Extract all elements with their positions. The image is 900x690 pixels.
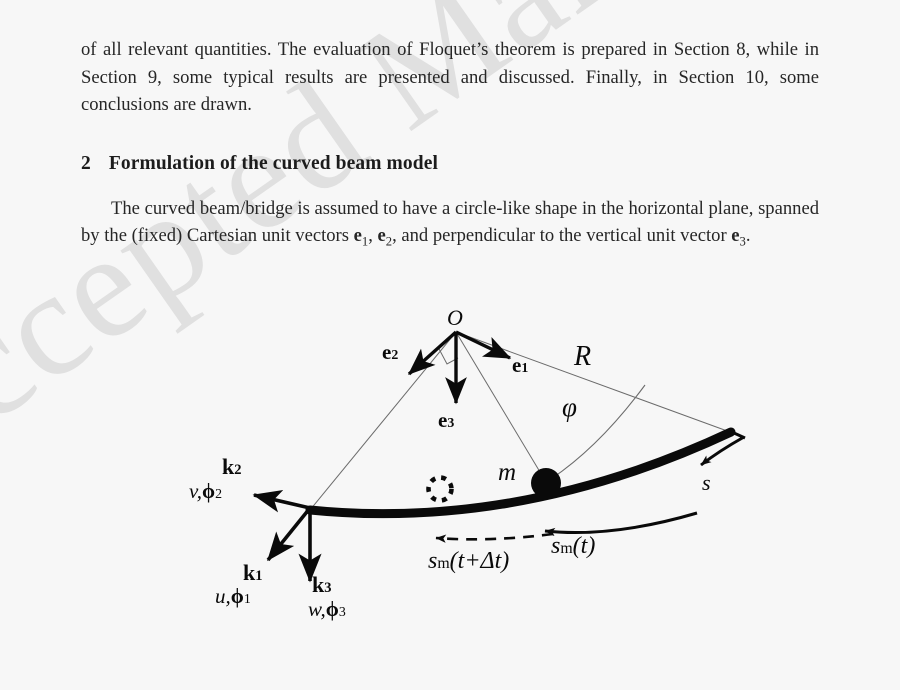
angle-arc-phi <box>550 384 646 480</box>
label-sm-t-arg: (t) <box>572 533 596 559</box>
document-text-body: of all relevant quantities. The evaluati… <box>81 36 819 256</box>
label-dof-v: v, <box>189 479 203 503</box>
ghost-mass-dashed-circle <box>426 475 454 503</box>
label-k2-sub: 2 <box>234 462 242 478</box>
label-dof-v-phi2: v,ϕ2 <box>189 481 222 502</box>
label-k3: k3 <box>312 574 332 596</box>
paragraph-text-part-1: The curved beam/bridge is assumed to hav… <box>81 197 819 247</box>
label-e3-sub: 3 <box>447 415 455 430</box>
label-dof-u: u, <box>215 584 231 608</box>
section-title: Formulation of the curved beam model <box>108 152 438 174</box>
inline-vector-e2-sub: 2 <box>385 234 393 249</box>
unit-vector-e1-arrow <box>455 330 512 360</box>
label-sm-t-dt: sm(t+Δt) <box>428 549 509 573</box>
curved-beam-figure: O e1 e2 e3 R φ m s sm(t) sm(t+Δt) k2 v,ϕ… <box>0 286 900 690</box>
label-dof-w: w, <box>308 597 326 621</box>
label-sm-t-symbol: s <box>551 533 561 559</box>
radial-line-right-end <box>455 331 731 433</box>
inline-vector-e3: e <box>731 225 740 246</box>
mass-marker <box>531 468 561 498</box>
label-dof-u-phi1: u,ϕ1 <box>215 586 251 607</box>
section-number: 2 <box>81 152 91 174</box>
label-sm-t-dt-arg: (t+Δt) <box>449 548 510 574</box>
position-arrow-sm-t-dt <box>435 532 554 543</box>
label-e1-sub: 1 <box>521 360 529 375</box>
label-k2-symbol: k <box>222 454 235 479</box>
label-arclength-s: s <box>702 470 711 495</box>
curved-beam-arc <box>305 427 736 519</box>
label-k1-sub: 1 <box>255 568 263 584</box>
beam-vector-k1-arrow <box>266 506 312 562</box>
section-heading: 2 Formulation of the curved beam model <box>81 152 819 176</box>
label-e2-symbol: e <box>382 340 392 364</box>
origin-label: O <box>447 305 463 330</box>
label-dof-phi2-symbol: ϕ <box>202 479 216 503</box>
label-radius-R: R <box>574 341 592 372</box>
inline-vector-e3-sub: 3 <box>739 234 746 249</box>
paragraph-text-part-2: , and perpendicular to the vertical unit… <box>392 225 732 246</box>
label-sm-t-sub: m <box>560 540 573 557</box>
label-dof-phi2-sub: 2 <box>215 486 223 501</box>
label-e2: e2 <box>382 342 398 363</box>
label-dof-w-phi3: w,ϕ3 <box>308 599 346 620</box>
label-k3-sub: 3 <box>324 580 332 596</box>
beam-vector-k2-arrow <box>252 489 311 513</box>
label-mass-m: m <box>498 459 517 486</box>
label-dof-phi3-sub: 3 <box>338 604 346 619</box>
label-sm-t-dt-symbol: s <box>428 548 438 574</box>
label-dof-phi1-sub: 1 <box>243 591 251 606</box>
label-sm-t-dt-sub: m <box>437 555 450 572</box>
label-e3: e3 <box>438 410 454 431</box>
label-e2-sub: 2 <box>391 347 399 362</box>
label-angle-phi: φ <box>562 392 577 422</box>
label-k2: k2 <box>222 456 242 478</box>
figure-diagram-svg <box>252 330 746 583</box>
position-arrow-sm-t <box>544 511 698 537</box>
inline-vector-e2: e <box>377 225 386 246</box>
paragraph-separator-1: , <box>368 225 378 246</box>
label-k1-symbol: k <box>243 560 256 585</box>
label-dof-phi3-symbol: ϕ <box>325 597 339 621</box>
label-k1: k1 <box>243 562 263 584</box>
paragraph-model-description: The curved beam/bridge is assumed to hav… <box>81 195 819 257</box>
arclength-arrow-s <box>700 435 745 467</box>
label-e3-symbol: e <box>438 408 448 432</box>
inline-vector-e1-sub: 1 <box>361 234 369 249</box>
paragraph-text-end: . <box>745 225 751 246</box>
label-e1: e1 <box>512 355 528 376</box>
unit-vector-e2-arrow <box>407 330 458 376</box>
paragraph-intro: of all relevant quantities. The evaluati… <box>81 39 819 115</box>
inline-vector-e1: e <box>353 225 362 246</box>
radial-line-mass <box>455 331 547 483</box>
label-k3-symbol: k <box>312 572 325 597</box>
label-dof-phi1-symbol: ϕ <box>230 584 244 608</box>
label-e1-symbol: e <box>512 353 522 377</box>
label-sm-t: sm(t) <box>551 534 595 558</box>
